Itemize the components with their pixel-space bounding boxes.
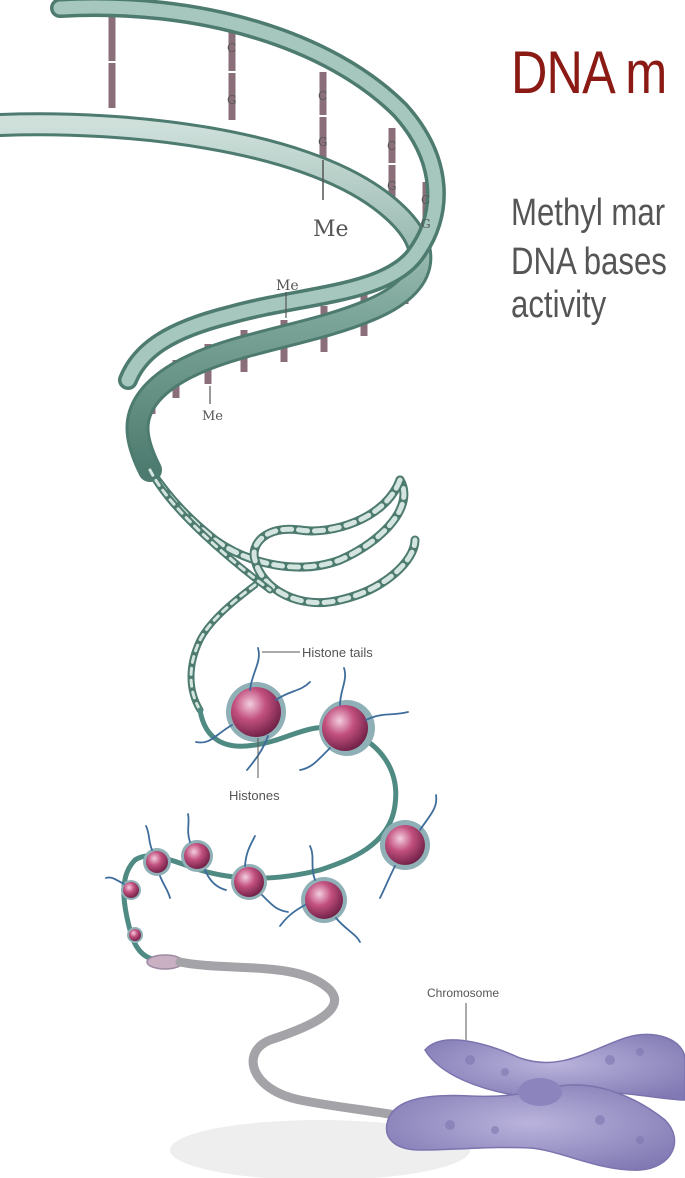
chromosome-label: Chromosome <box>427 986 499 1000</box>
slide-title: DNA m <box>511 38 666 107</box>
base-letter: C <box>227 41 236 55</box>
base-letter: G <box>387 179 397 193</box>
body-text-line: Methyl mar <box>511 192 665 235</box>
dna-backbone <box>0 7 436 470</box>
nucleosome <box>143 848 171 876</box>
histones <box>121 682 430 943</box>
body-text-line: DNA bases <box>511 241 667 284</box>
base-letter: G <box>421 217 431 231</box>
chromosome <box>387 1034 685 1170</box>
nucleosome <box>319 700 375 756</box>
base-letter: C <box>387 139 396 153</box>
nucleosome <box>226 682 286 742</box>
histone-tails-label: Histone tails <box>302 645 373 660</box>
nucleosome <box>301 877 347 923</box>
condensed-fiber <box>147 955 400 1116</box>
base-letter: G <box>227 93 237 107</box>
base-letter: G <box>318 135 328 149</box>
nucleosome <box>127 927 143 943</box>
histones-label: Histones <box>229 788 280 803</box>
methyl-label: Me <box>202 409 223 424</box>
nucleosome <box>181 840 213 872</box>
base-letter: C <box>318 89 327 103</box>
methyl-label: Me <box>276 278 299 294</box>
methyl-label: Me <box>313 217 349 242</box>
double-helix <box>150 470 415 710</box>
body-text-line: activity <box>511 284 606 327</box>
base-letter: C <box>421 193 430 207</box>
